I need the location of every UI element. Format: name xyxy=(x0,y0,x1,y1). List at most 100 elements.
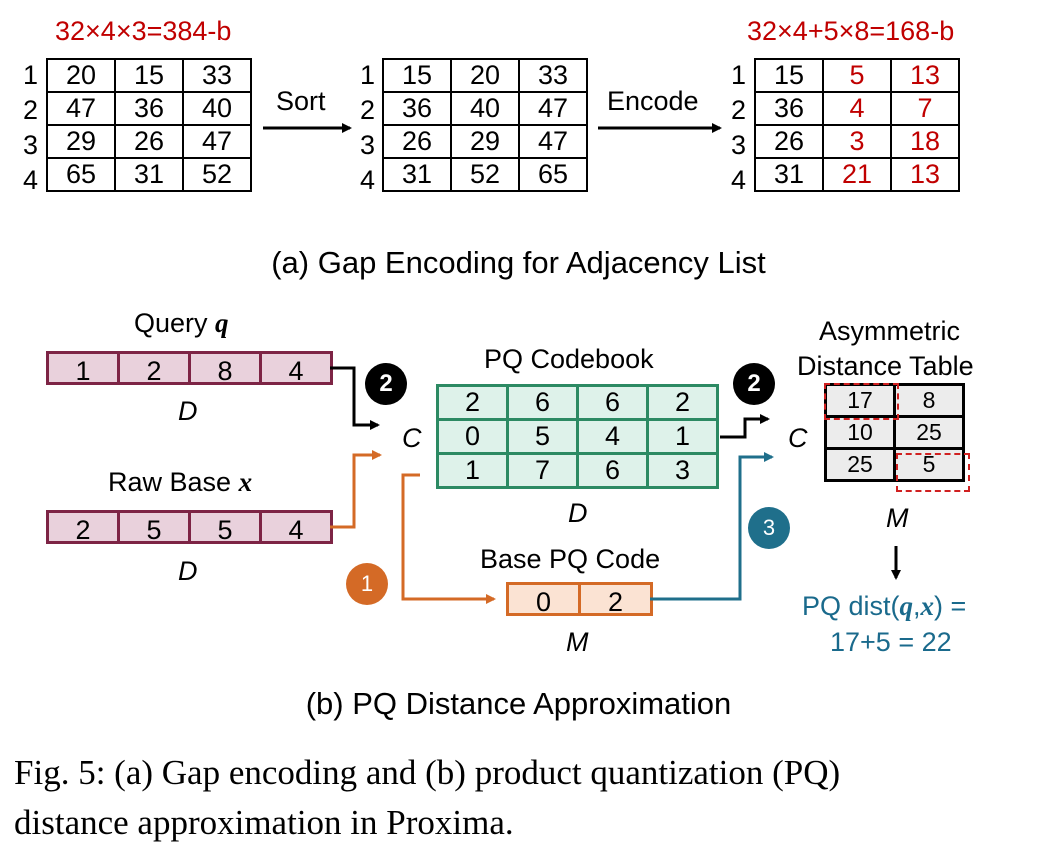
pq-dist-formula: PQ dist(q,x) = xyxy=(802,591,967,621)
row-numbers-original: 1 2 3 4 xyxy=(18,58,38,198)
row-number: 2 xyxy=(730,95,746,125)
codebook-cell: 2 xyxy=(436,384,509,421)
encode-label: Encode xyxy=(607,86,699,116)
raw-base-dim-label: D xyxy=(178,556,198,586)
original-cell: 29 xyxy=(46,124,116,159)
codebook-cell: 6 xyxy=(506,384,579,421)
before-size-label: 32×4×3=384-b xyxy=(55,16,232,46)
figure-caption-line2: distance approximation in Proxima. xyxy=(14,803,514,842)
step-2-badge-left: 2 xyxy=(365,363,407,405)
base-pq-code-title: Base PQ Code xyxy=(480,544,661,574)
row-number: 3 xyxy=(359,130,375,160)
sorted-cell: 47 xyxy=(518,91,588,126)
sorted-cell: 20 xyxy=(450,58,520,93)
codebook-cell: 1 xyxy=(646,418,719,455)
step-3-badge: 3 xyxy=(748,507,790,549)
adt-title-line1: Asymmetric xyxy=(819,316,960,346)
sorted-cell: 29 xyxy=(450,124,520,159)
row-number: 2 xyxy=(22,95,38,125)
adt-cell: 25 xyxy=(893,415,965,450)
after-size-label: 32×4+5×8=168-b xyxy=(747,16,955,46)
codebook-cell: 5 xyxy=(506,418,579,455)
codebook-cell: 6 xyxy=(576,452,649,489)
sorted-cell: 31 xyxy=(382,157,452,192)
raw-base-cell: 2 xyxy=(46,510,120,545)
row-number: 3 xyxy=(22,130,38,160)
codebook-to-pqcode-arrow xyxy=(401,473,496,604)
pq-dist-result: 17+5 = 22 xyxy=(830,627,952,657)
figure-caption-line1: Fig. 5: (a) Gap encoding and (b) product… xyxy=(14,753,841,792)
row-number: 1 xyxy=(730,60,746,90)
query-to-codebook-arrow xyxy=(330,366,380,430)
pqcode-to-adt-arrow xyxy=(650,452,774,601)
codebook-cell: 1 xyxy=(436,452,509,489)
row-number: 1 xyxy=(22,60,38,90)
original-cell: 20 xyxy=(46,58,116,93)
encoded-cell: 26 xyxy=(754,124,824,159)
query-cell: 4 xyxy=(259,351,333,386)
sort-label: Sort xyxy=(276,86,326,116)
encoded-cell: 21 xyxy=(822,157,892,192)
row-number: 4 xyxy=(730,165,746,195)
raw-base-cell: 5 xyxy=(188,510,262,545)
encoded-cell: 13 xyxy=(890,157,960,192)
row-number: 4 xyxy=(22,165,38,195)
codebook-dim-label: D xyxy=(568,498,588,528)
original-cell: 47 xyxy=(182,124,252,159)
encoded-cell: 5 xyxy=(822,58,892,93)
codebook-cell: 2 xyxy=(646,384,719,421)
row-number: 1 xyxy=(359,60,375,90)
panel-a-caption: (a) Gap Encoding for Adjacency List xyxy=(271,245,766,280)
encoded-cell: 13 xyxy=(890,58,960,93)
original-cell: 47 xyxy=(46,91,116,126)
encoded-cell: 7 xyxy=(890,91,960,126)
sorted-cell: 15 xyxy=(382,58,452,93)
encoded-cell: 3 xyxy=(822,124,892,159)
base-pq-m-label: M xyxy=(566,627,589,657)
row-number: 2 xyxy=(359,95,375,125)
encoded-cell: 31 xyxy=(754,157,824,192)
sorted-cell: 47 xyxy=(518,124,588,159)
encoded-cell: 4 xyxy=(822,91,892,126)
query-cell: 2 xyxy=(117,351,191,386)
codebook-title: PQ Codebook xyxy=(484,344,654,374)
selected-cell-highlight-5 xyxy=(896,453,970,492)
original-cell: 15 xyxy=(114,58,184,93)
raw-base-label: Raw Base x xyxy=(108,467,253,497)
adt-c-label: C xyxy=(788,423,808,453)
adt-cell: 17 xyxy=(824,383,896,418)
original-cell: 36 xyxy=(114,91,184,126)
sorted-cell: 65 xyxy=(518,157,588,192)
step-1-badge: 1 xyxy=(346,563,388,605)
codebook-to-adt-arrow xyxy=(720,414,770,439)
codebook-cell: 3 xyxy=(646,452,719,489)
adt-cell: 5 xyxy=(893,447,965,482)
row-number: 4 xyxy=(359,165,375,195)
original-cell: 26 xyxy=(114,124,184,159)
raw-to-codebook-arrow xyxy=(330,450,382,529)
original-cell: 40 xyxy=(182,91,252,126)
encoded-cell: 15 xyxy=(754,58,824,93)
codebook-cell: 7 xyxy=(506,452,579,489)
adt-cell: 25 xyxy=(824,447,896,482)
